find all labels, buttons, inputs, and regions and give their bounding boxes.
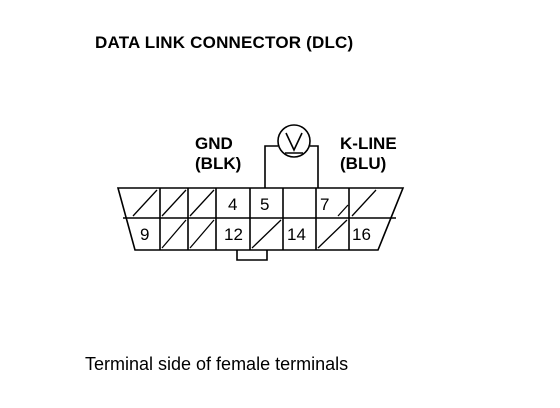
kline-wire-color: (BLU)	[340, 154, 387, 173]
top-row-pins: 4 5 7	[228, 195, 329, 214]
pin-12: 12	[224, 225, 243, 244]
unused-terminal-hatch	[132, 189, 377, 249]
diagram-title: DATA LINK CONNECTOR (DLC)	[95, 33, 354, 52]
kline-name: K-LINE	[340, 134, 397, 153]
pin-9: 9	[140, 225, 149, 244]
gnd-wire-color: (BLK)	[195, 154, 242, 173]
pin-7: 7	[320, 195, 329, 214]
diagram-caption: Terminal side of female terminals	[85, 354, 349, 374]
bottom-row-pins: 9 12 14 16	[140, 225, 371, 244]
pin-4: 4	[228, 195, 237, 214]
kline-label: K-LINE (BLU)	[340, 134, 397, 174]
voltmeter-icon	[277, 124, 311, 158]
pin-5: 5	[260, 195, 269, 214]
gnd-label: GND (BLK)	[195, 134, 241, 174]
pin-16: 16	[352, 225, 371, 244]
pin-14: 14	[287, 225, 306, 244]
gnd-name: GND	[195, 134, 233, 153]
